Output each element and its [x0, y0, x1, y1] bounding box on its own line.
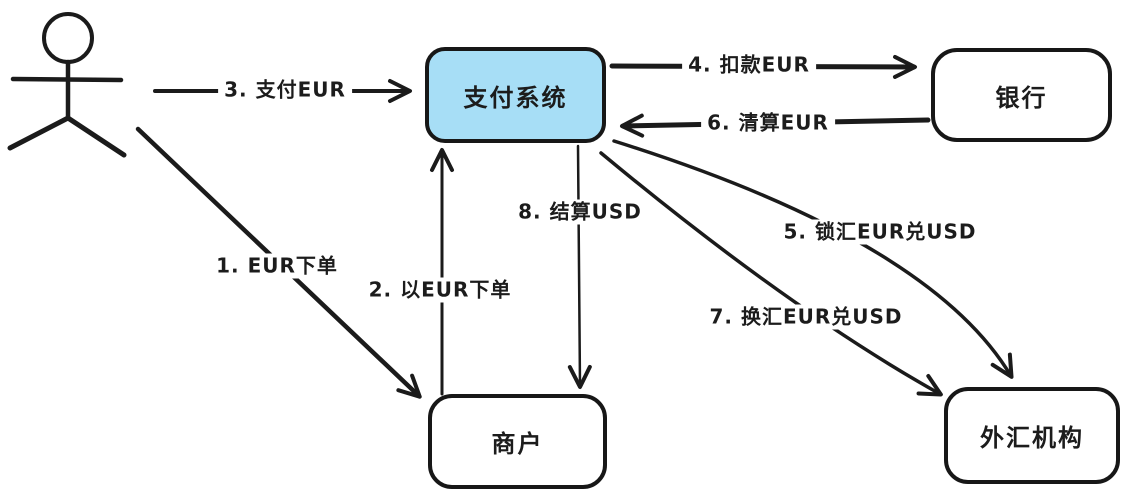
edge-label-6-clear-eur: 6. 清算EUR	[701, 110, 835, 136]
node-bank-label: 银行	[995, 83, 1048, 112]
node-merchant-label: 商户	[491, 430, 544, 458]
edge-5-lock-fx	[612, 139, 1014, 379]
node-payment-system-label: 支付系统	[463, 83, 568, 112]
edge-7-exchange-fx	[599, 151, 943, 397]
node-merchant: 商户	[428, 394, 607, 489]
node-forex-institution-label: 外汇机构	[980, 424, 1084, 452]
edge-label-8-settle-usd: 8. 结算USD	[512, 199, 648, 225]
edge-label-7-exchange-fx: 7. 换汇EUR兑USD	[703, 304, 909, 330]
edge-label-1-eur-order: 1. EUR下单	[210, 253, 344, 279]
edge-8-settle-usd	[567, 144, 592, 389]
edge-label-3-pay-eur: 3. 支付EUR	[218, 77, 352, 103]
node-forex-institution: 外汇机构	[944, 387, 1120, 484]
node-bank: 银行	[931, 48, 1112, 142]
edge-label-2-order-with-eur: 2. 以EUR下单	[362, 277, 518, 303]
edge-label-4-debit-eur: 4. 扣款EUR	[682, 52, 816, 78]
stick-figure-actor-icon	[7, 12, 127, 158]
edge-label-5-lock-fx: 5. 锁汇EUR兑USD	[777, 219, 983, 245]
node-payment-system: 支付系统	[425, 47, 606, 143]
